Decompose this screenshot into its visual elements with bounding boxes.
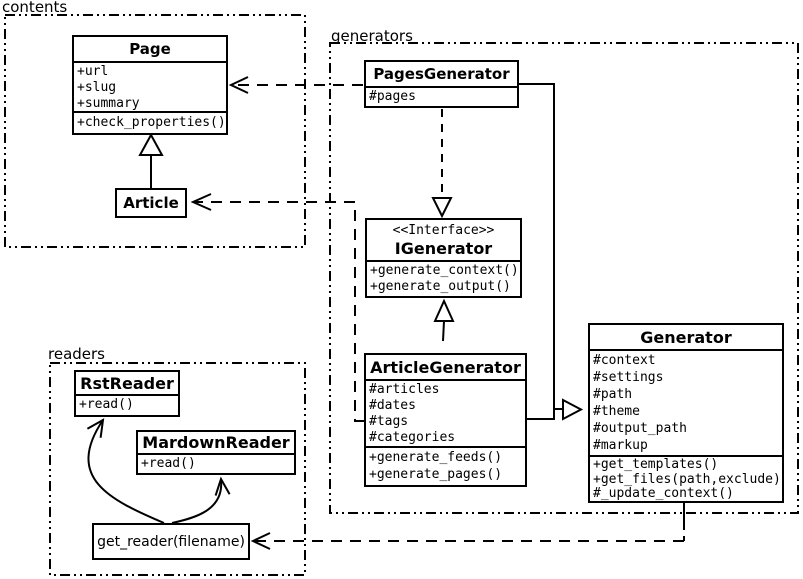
uml-attribute: #output_path — [593, 421, 687, 436]
class-box-generator: Generator #context #settings #path #them… — [588, 323, 784, 503]
class-stereotype-igenerator: <<Interface>> — [392, 223, 495, 238]
class-title-article: Article — [123, 194, 179, 212]
uml-method: +generate_pages() — [369, 467, 503, 482]
package-label-readers: readers — [48, 345, 105, 363]
package-border-contents — [4, 14, 306, 248]
methods-compartment-mardownreader: +read() — [138, 455, 294, 473]
uml-method: +generate_feeds() — [369, 450, 503, 465]
class-box-pagesgenerator: PagesGenerator #pages — [364, 60, 519, 108]
class-box-page: Page +url +slug +summary +check_properti… — [72, 35, 228, 135]
uml-method: +generate_context() — [370, 263, 519, 278]
attributes-compartment-page: +url +slug +summary — [74, 63, 226, 113]
class-title-igenerator: IGenerator — [394, 239, 493, 258]
uml-attribute: #settings — [593, 370, 664, 385]
arrow-getreader-to-mardownreader — [171, 476, 231, 524]
methods-compartment-generator: +get_templates() +get_files(path,exclude… — [590, 457, 782, 501]
methods-compartment-igenerator: +generate_context() +generate_output() — [367, 262, 520, 296]
class-title-rstreader: RstReader — [76, 372, 178, 396]
methods-compartment-rstreader: +read() — [76, 396, 178, 415]
package-border-generators — [329, 42, 799, 514]
class-box-mardownreader: MardownReader +read() — [136, 430, 296, 475]
uml-method: +read() — [79, 397, 134, 412]
dependency-articlegenerator-to-article — [190, 193, 364, 422]
attributes-compartment-articlegenerator: #articles #dates #tags #categories — [366, 381, 525, 448]
package-border-readers — [49, 362, 306, 576]
dependency-generator-to-getreader — [250, 503, 685, 550]
uml-attribute: #context — [593, 353, 656, 368]
class-box-igenerator: <<Interface>> IGenerator +generate_conte… — [365, 218, 522, 298]
uml-method: +check_properties() — [77, 115, 226, 130]
class-title-mardownreader: MardownReader — [138, 432, 294, 455]
uml-method: #_update_context() — [593, 486, 734, 501]
realization-pagesgenerator-to-igenerator — [431, 109, 453, 219]
uml-attribute: +slug — [77, 80, 117, 95]
uml-attribute: +url — [77, 64, 109, 79]
uml-method: +get_templates() — [593, 457, 719, 472]
class-title-page: Page — [74, 37, 226, 63]
uml-attribute: #categories — [369, 430, 456, 445]
package-label-generators: generators — [331, 27, 413, 45]
class-title-articlegenerator: ArticleGenerator — [366, 355, 525, 381]
generalization-article-to-page — [138, 132, 164, 188]
uml-attribute: #theme — [593, 404, 640, 419]
uml-method: +generate_output() — [370, 279, 511, 294]
methods-compartment-page: +check_properties() — [74, 113, 226, 133]
dependency-pagesgenerator-to-page — [228, 76, 363, 94]
class-box-articlegenerator: ArticleGenerator #articles #dates #tags … — [364, 353, 527, 487]
arrow-getreader-to-rstreader — [86, 418, 165, 524]
uml-attribute: #path — [593, 387, 633, 402]
class-title-pagesgenerator: PagesGenerator — [366, 62, 517, 88]
attributes-compartment-pagesgenerator: #pages — [366, 88, 517, 106]
function-node-get-reader: get_reader(filename) — [92, 523, 250, 560]
generalization-generators-to-generator — [519, 83, 584, 421]
uml-attribute: #articles — [369, 382, 440, 397]
package-label-contents: contents — [2, 0, 68, 16]
uml-method: +read() — [141, 456, 196, 471]
attributes-compartment-generator: #context #settings #path #theme #output_… — [590, 351, 782, 457]
uml-attribute: +summary — [77, 96, 140, 111]
uml-attribute: #pages — [369, 89, 416, 104]
uml-attribute: #markup — [593, 438, 648, 453]
class-title-generator: Generator — [590, 325, 782, 351]
class-box-rstreader: RstReader +read() — [74, 370, 180, 417]
uml-attribute: #tags — [369, 414, 409, 429]
generalization-articlegenerator-to-igenerator — [433, 298, 455, 342]
methods-compartment-articlegenerator: +generate_feeds() +generate_pages() — [366, 448, 525, 485]
uml-attribute: #dates — [369, 398, 416, 413]
uml-method: +get_files(path,exclude) — [593, 471, 781, 487]
class-box-article: Article — [115, 188, 187, 218]
class-header-igenerator: <<Interface>> IGenerator — [367, 220, 520, 262]
